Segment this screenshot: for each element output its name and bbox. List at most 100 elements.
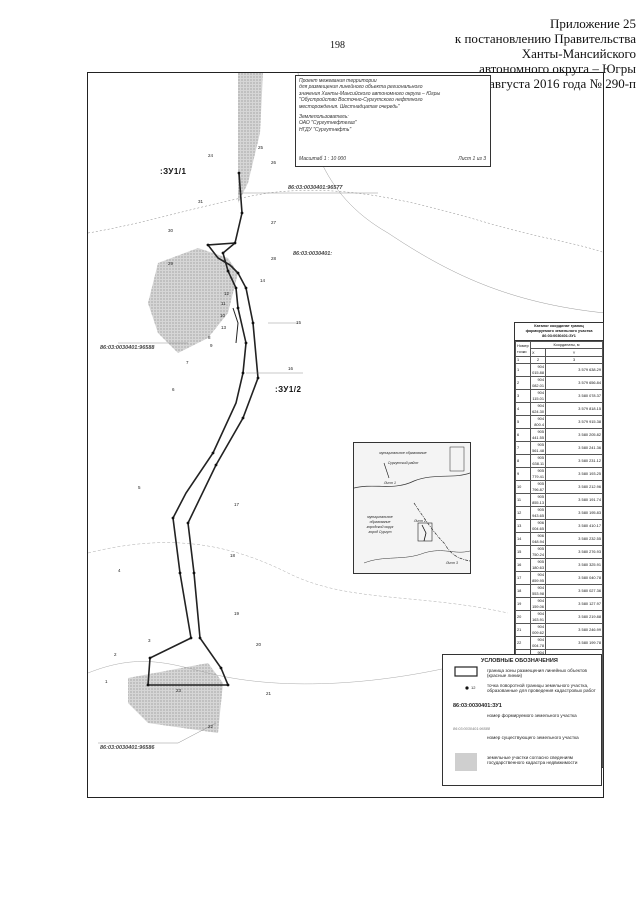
legend: УСЛОВНЫЕ ОБОЗНАЧЕНИЯ 12 граница зоны раз…: [442, 654, 602, 786]
inset-mun-2c: городской округ: [366, 525, 394, 529]
contour-line: [88, 190, 603, 253]
cadastral-number-top: 86:03:0030401:96577: [288, 185, 343, 191]
plot-inner-line: [232, 307, 239, 344]
y-coord-cell: 3 580 205.82: [545, 428, 603, 443]
y-coord-cell: 3 580 195.83: [545, 506, 603, 521]
point-number-cell: 20: [515, 610, 531, 625]
leader-lines: [98, 192, 378, 744]
inset-mun-2: муниципальное: [367, 515, 393, 519]
title-line-5: месторождения. Шестнадцатая очередь": [299, 103, 400, 110]
y-coord-cell: 3 580 325.91: [545, 558, 603, 573]
point-label: 27: [271, 220, 277, 225]
y-coord-cell: 3 580 231.12: [545, 454, 603, 469]
y-coord-cell: 3 579 656.84: [545, 376, 603, 391]
col-header-coords: Координаты, м: [530, 340, 603, 350]
coordinate-catalog-title: Каталог координат границ формируемого зе…: [515, 323, 603, 341]
point-number-cell: 19: [515, 597, 531, 612]
catalog-title-line-1: Каталог координат границ: [534, 324, 584, 328]
point-label: 28: [271, 256, 277, 261]
x-coord-cell: 905 638.11: [530, 454, 546, 469]
x-coord-cell: 904 859.95: [530, 571, 546, 586]
point-label: 23: [176, 688, 182, 693]
title-line-1: Проект межевания территории: [299, 78, 377, 84]
point-label: 3: [148, 638, 151, 643]
col-index: 1: [515, 355, 531, 365]
title-line-3: значения Ханты-Мансийского автономного о…: [299, 90, 441, 97]
point-number-cell: 14: [515, 532, 531, 547]
legend-item-point: точка поворотной границы земельного учас…: [487, 683, 596, 694]
col-header-y: Y: [545, 348, 603, 357]
map-canvas: [88, 73, 603, 744]
plot-boundary-main: [147, 242, 259, 686]
x-coord-cell: 904 082.01: [530, 376, 546, 391]
y-coord-cell: 3 580 191.74: [545, 493, 603, 508]
header-line-2: к постановлению Правительства: [454, 31, 636, 46]
point-label: 17: [234, 502, 240, 507]
legend-code-new: 86:03:0030401:ЗУ1: [453, 703, 502, 709]
header-line-1: Приложение 25: [549, 16, 636, 31]
point-label: 30: [168, 228, 174, 233]
point-number-cell: 8: [515, 454, 531, 469]
inset-canvas: [354, 443, 470, 573]
point-number-cell: 7: [515, 441, 531, 456]
point-label: 2: [114, 652, 117, 657]
col-header-number: Номер точки: [515, 341, 531, 357]
point-number-cell: 18: [515, 584, 531, 599]
point-label: 13: [221, 325, 227, 330]
point-label: 29: [168, 261, 174, 266]
point-number-cell: 6: [515, 428, 531, 443]
point-number-cell: 1: [515, 363, 531, 378]
title-line-8: НГДУ "Сургутнефть": [299, 126, 352, 133]
cadastral-number-bottom: 86:03:0030401:96586: [100, 745, 155, 751]
catalog-title-line-3: 86:03:0030401:ЗУ1: [542, 334, 576, 338]
col-header-x: X: [530, 348, 546, 357]
y-coord-cell: 3 580 199.78: [545, 636, 603, 651]
title-block: Проект межевания территории для размещен…: [295, 75, 491, 167]
inset-map: муниципальное образование Сургутский рай…: [353, 442, 471, 574]
y-coord-cell: 3 580 212.96: [545, 480, 603, 495]
catalog-title-line-2: формируемого земельного участка: [525, 329, 593, 333]
x-coord-cell: 904 553.98: [530, 584, 546, 599]
point-number-cell: 3: [515, 389, 531, 404]
col-index: 2: [530, 355, 546, 365]
point-number-cell: 12: [515, 506, 531, 521]
point-number-cell: 11: [515, 493, 531, 508]
y-coord-cell: 3 580 040.78: [545, 571, 603, 586]
point-number-cell: 5: [515, 415, 531, 430]
x-coord-cell: 906 004.65: [530, 519, 546, 534]
point-label: 4: [118, 568, 121, 573]
point-markers: [146, 171, 260, 687]
point-number-cell: 13: [515, 519, 531, 534]
point-label: 24: [208, 153, 214, 158]
legend-item-existing-plot: номер существующего земельного участка: [487, 735, 579, 740]
x-coord-cell: 905 750.24: [530, 545, 546, 560]
contour-line: [88, 542, 509, 614]
x-coord-cell: 905 779.41: [530, 467, 546, 482]
y-coord-cell: 3 580 410.17: [545, 519, 603, 534]
point-label: 7: [186, 360, 189, 365]
point-label: 19: [234, 611, 240, 616]
legend-item-new-plot: номер формируемого земельного участка: [487, 713, 577, 718]
point-label: 25: [258, 145, 264, 150]
legend-code-existing: 86:03:0030401:96588: [453, 727, 490, 731]
inset-sheet-1: Лист 1: [384, 481, 396, 485]
x-coord-cell: 905 943.65: [530, 506, 546, 521]
point-label: 9: [210, 343, 213, 348]
x-coord-cell: 904 015.88: [530, 363, 546, 378]
y-coord-cell: 3 579 638.29: [545, 363, 603, 378]
point-label: 20: [256, 642, 262, 647]
